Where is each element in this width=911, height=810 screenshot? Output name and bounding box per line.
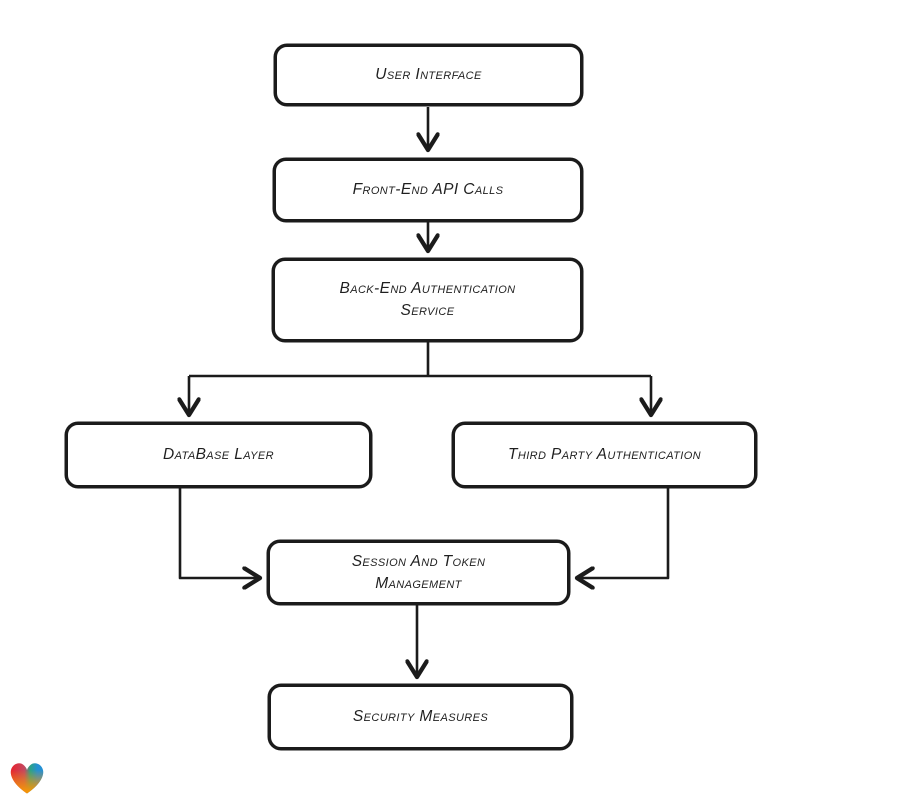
node-label: Security Measures — [352, 708, 489, 726]
node-back-end-authentication-service[interactable]: Back-End Authentication Service — [272, 258, 583, 342]
edge-thirdparty-to-session — [577, 488, 670, 578]
node-label: Back-End Authentication Service — [339, 280, 516, 319]
node-security-measures[interactable]: Security Measures — [268, 684, 573, 750]
node-label: Front-End API Calls — [352, 181, 504, 199]
node-front-end-api-calls[interactable]: Front-End API Calls — [273, 158, 583, 222]
edge-database-to-session — [178, 488, 260, 578]
node-label: Session And Token Management — [351, 552, 486, 592]
node-third-party-authentication[interactable]: Third Party Authentication — [452, 422, 757, 488]
node-database-layer[interactable]: DataBase Layer — [65, 422, 372, 488]
heart-icon — [10, 763, 44, 794]
heart-logo — [8, 760, 46, 796]
node-user-interface[interactable]: User Interface — [274, 44, 583, 106]
edge-backend-branch-bar — [189, 342, 651, 378]
node-label: Third Party Authentication — [507, 446, 701, 464]
node-label: User Interface — [375, 66, 482, 84]
node-label: DataBase Layer — [163, 446, 274, 464]
node-session-and-token-management[interactable]: Session And Token Management — [267, 540, 570, 605]
